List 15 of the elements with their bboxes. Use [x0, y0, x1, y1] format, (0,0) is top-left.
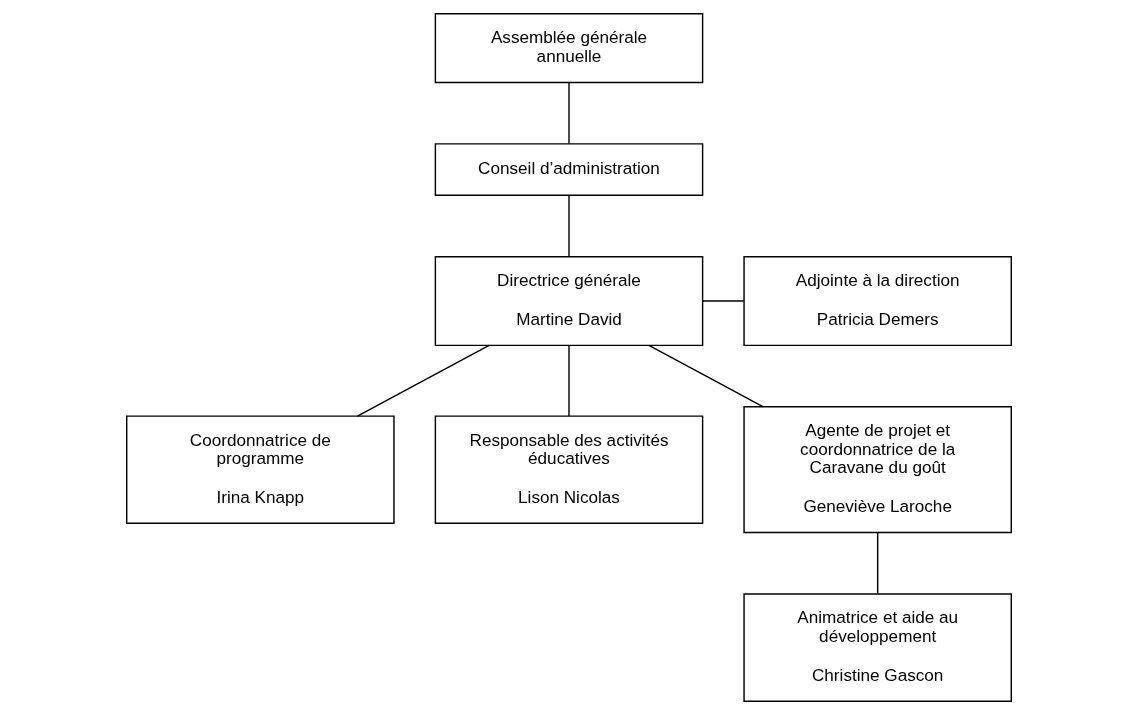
- connector: [567, 195, 570, 258]
- connector: [701, 300, 745, 302]
- connector: [567, 344, 570, 417]
- node-box: Directrice générale Martine David: [434, 256, 703, 347]
- node-box: Adjointe à la direction Patricia Demers: [742, 256, 1012, 347]
- connector: [356, 344, 490, 417]
- node-box: Assemblée générale annuelle: [434, 13, 703, 84]
- connector: [876, 532, 878, 595]
- node-box: Agente de projet et coordonnatrice de la Caravane du goût Geneviève Laroche: [742, 406, 1012, 534]
- node-box: Responsable des activités éducatives Lison Nicolas: [434, 415, 703, 524]
- node-box: Conseil d’administration: [434, 143, 703, 197]
- connector: [647, 344, 764, 408]
- node-box: Coordonnatrice de programme Irina Knapp: [125, 415, 395, 524]
- connector: [567, 81, 570, 145]
- node-box: Animatrice et aide au développement Christine Gascon: [742, 593, 1012, 702]
